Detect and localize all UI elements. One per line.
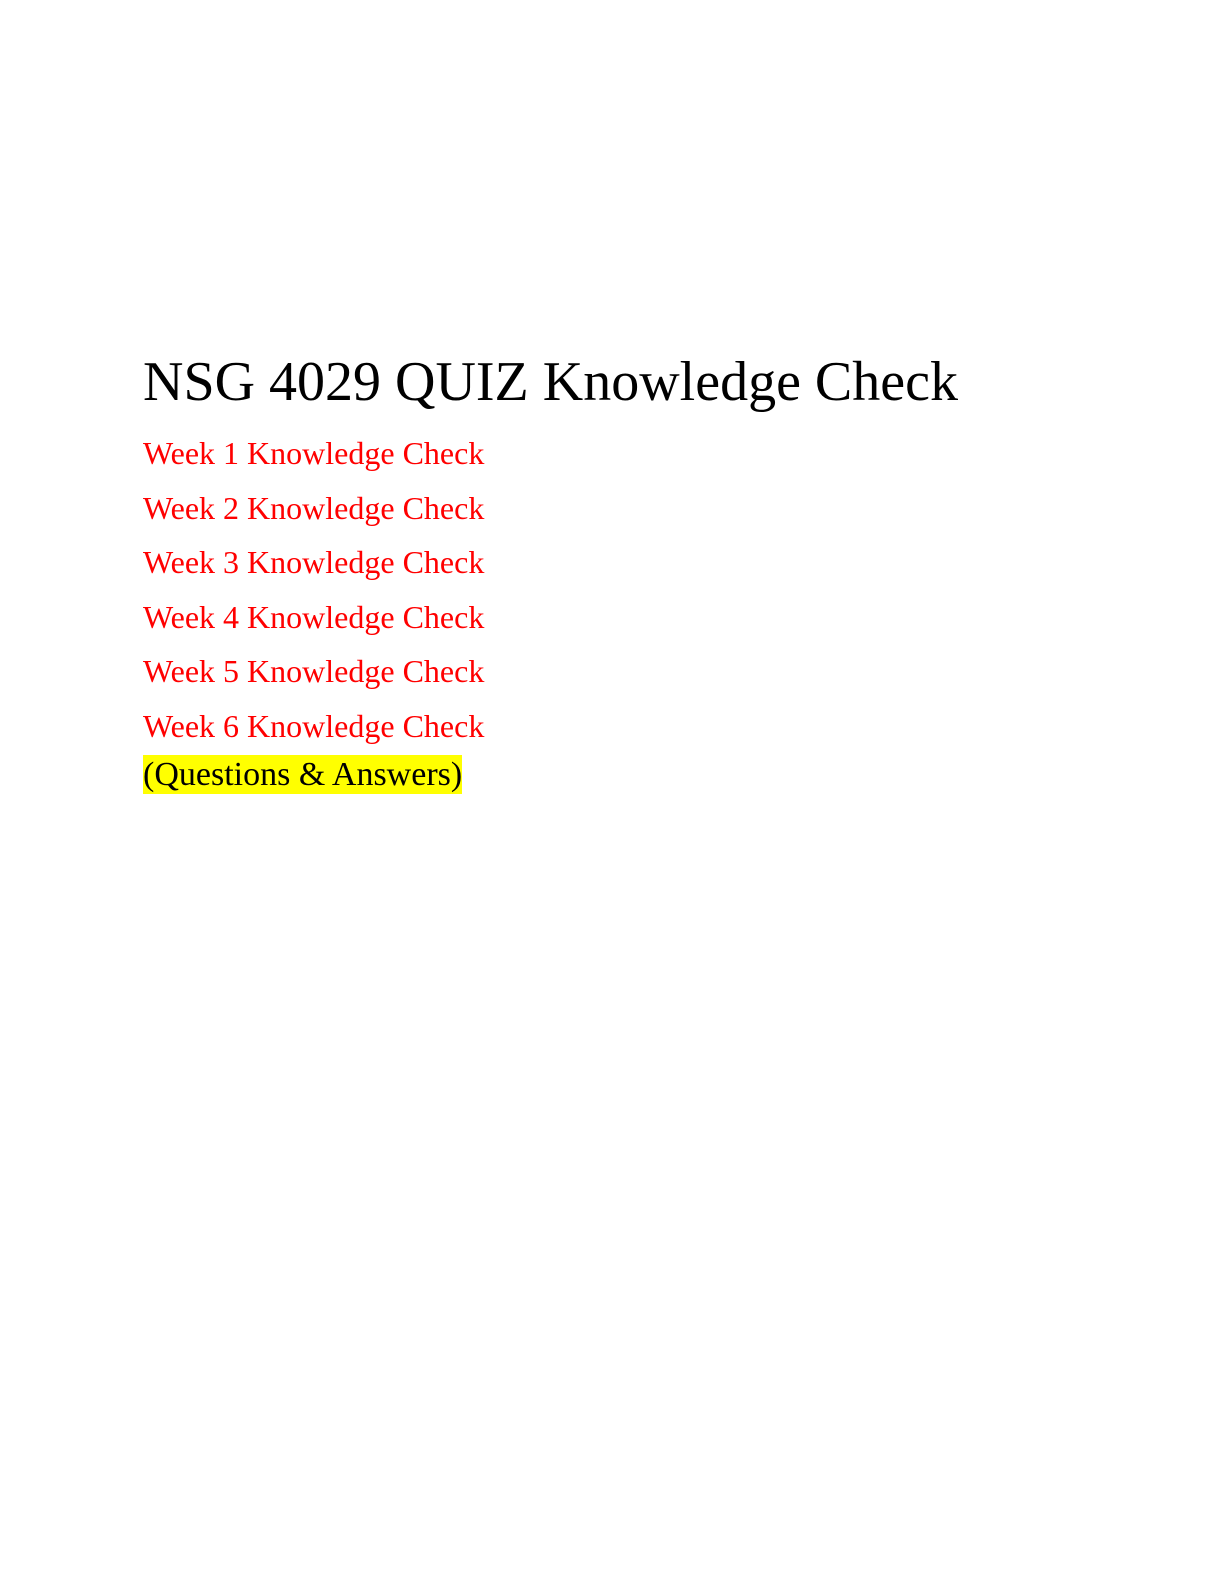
questions-answers-label: (Questions & Answers) (143, 755, 463, 794)
subtitle-line: (Questions & Answers) (143, 755, 1143, 795)
week-item-1: Week 1 Knowledge Check (143, 435, 485, 471)
week-item-6: Week 6 Knowledge Check (143, 707, 485, 744)
document-content: NSG 4029 QUIZ Knowledge Check Week 1 Kno… (143, 348, 1143, 795)
week-item-2: Week 2 Knowledge Check (143, 489, 485, 526)
week-item-5: Week 5 Knowledge Check (143, 653, 485, 689)
week-list: Week 1 Knowledge Check Week 2 Knowledge … (143, 426, 1143, 753)
week-item-4: Week 4 Knowledge Check (143, 598, 485, 635)
week-item-3: Week 3 Knowledge Check (143, 544, 485, 580)
document-title: NSG 4029 QUIZ Knowledge Check (143, 351, 958, 413)
